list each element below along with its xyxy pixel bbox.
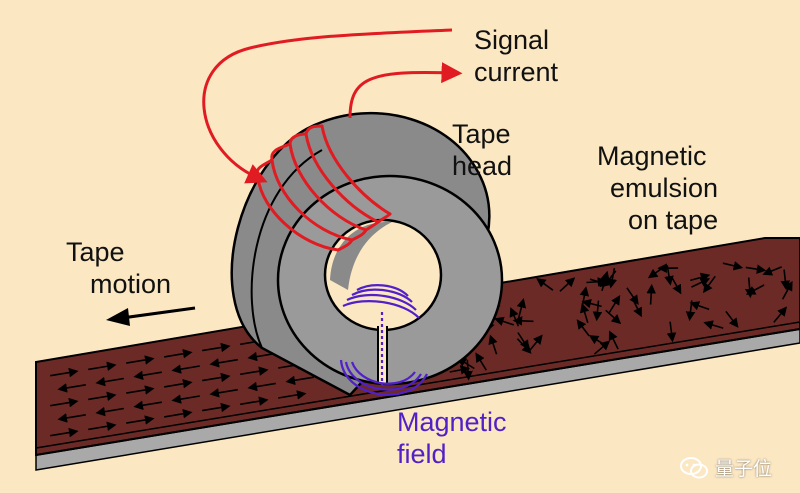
domain-arrow [240, 396, 269, 406]
domain-arrow [666, 321, 677, 343]
domain-arrow [133, 370, 162, 381]
domain-arrow [725, 310, 739, 328]
domain-arrow [209, 358, 238, 368]
tape-motion-arrow [106, 306, 196, 326]
domain-arrow [285, 375, 314, 386]
domain-arrow [247, 381, 276, 392]
domain-arrow [202, 372, 231, 383]
domain-arrow [126, 385, 155, 395]
signal-coil [255, 124, 392, 252]
domain-arrow [164, 378, 193, 389]
domain-arrow [133, 400, 162, 411]
signal-lead-out [348, 62, 463, 119]
domain-arrow [608, 330, 619, 350]
domain-arrow [88, 361, 117, 372]
domain-arrow [50, 397, 79, 408]
domain-arrow [494, 316, 515, 326]
domain-arrow [240, 366, 269, 376]
domain-arrow [664, 265, 674, 286]
magnetic-field-label-line2: field [397, 439, 447, 469]
magnetic-field-label-line1: Magnetic [397, 407, 507, 437]
domain-arrow [449, 365, 471, 375]
domain-arrow [722, 261, 744, 271]
domain-arrow [593, 340, 611, 355]
emulsion-label-line2: emulsion [610, 173, 719, 203]
domain-arrow [95, 406, 124, 417]
domain-arrow [57, 413, 86, 423]
domain-arrow [516, 338, 532, 354]
domain-arrow [586, 277, 608, 287]
tape-motion-label-line1: Tape [66, 237, 125, 267]
domain-arrow [488, 334, 498, 355]
tape-head [230, 111, 504, 397]
domain-arrow [626, 287, 639, 305]
domain-arrow [762, 266, 783, 276]
tape-head-label-line2: head [452, 151, 513, 181]
domain-arrow [685, 300, 696, 322]
domain-arrow [512, 316, 534, 326]
domain-arrow [781, 280, 793, 300]
domain-arrow [171, 394, 200, 404]
domain-arrow [57, 383, 86, 393]
domain-arrow [95, 376, 124, 387]
domain-arrow [278, 390, 307, 400]
domain-arrow [202, 342, 231, 353]
domain-arrow [50, 427, 79, 438]
domain-arrow [164, 408, 193, 419]
domain-arrow [646, 283, 657, 305]
signal-lead-in [202, 28, 453, 184]
emulsion-label-line1: Magnetic [597, 141, 707, 171]
domain-arrow [509, 307, 520, 327]
emulsion-label-line3: on tape [628, 205, 719, 235]
domain-arrow [88, 421, 117, 432]
domain-arrow [647, 265, 666, 279]
domain-arrow [702, 275, 716, 294]
domain-arrow [689, 301, 710, 311]
domain-arrow [579, 302, 590, 324]
signal-current-label-line2: current [474, 57, 559, 87]
tape-head-label-line1: Tape [452, 119, 511, 149]
domain-arrow [773, 306, 788, 323]
domain-arrow [576, 319, 590, 337]
domain-arrow [88, 391, 117, 402]
domain-arrow [745, 264, 767, 274]
watermark: 量子位 [679, 454, 772, 481]
domain-arrow [126, 355, 155, 365]
domain-arrow [691, 278, 711, 288]
domain-arrow [126, 415, 155, 425]
domain-arrow [603, 270, 617, 288]
domain-arrow [745, 284, 765, 295]
watermark-text: 量子位 [714, 458, 772, 480]
domain-arrow [559, 277, 576, 292]
domain-arrow [608, 295, 621, 314]
domain-arrow [50, 367, 79, 378]
magnetic-field-lines [339, 284, 428, 396]
domain-arrow [605, 309, 622, 325]
signal-current-label-line1: Signal [474, 25, 550, 55]
domain-arrow [536, 277, 554, 291]
domain-arrow [516, 298, 527, 319]
domain-arrow [592, 300, 603, 322]
domain-arrow [528, 334, 543, 352]
domain-arrow [703, 320, 724, 330]
domain-arrow [209, 388, 238, 398]
domain-arrow [463, 359, 473, 381]
wechat-bubble-icon [679, 456, 708, 478]
domain-arrow [164, 348, 193, 359]
domain-arrow [690, 272, 711, 283]
tape-motion-label-line2: motion [90, 269, 172, 299]
domain-arrow [475, 352, 487, 371]
domain-arrow [202, 402, 231, 413]
domain-arrow [171, 364, 200, 374]
